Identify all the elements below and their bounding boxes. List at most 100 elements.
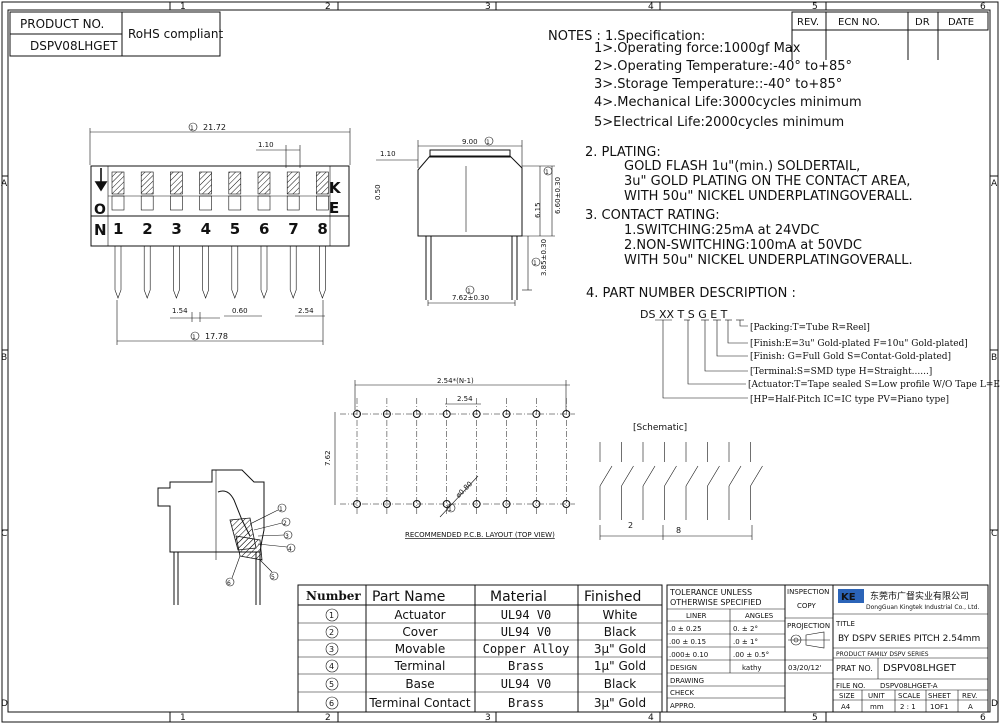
inspection-block: INSPECTION COPY PROJECTION 03/20/12'	[784, 584, 834, 713]
actuator-1	[111, 171, 125, 195]
contact-3: WITH 50u" NICKEL UNDERPLATINGOVERALL.	[624, 253, 913, 268]
col-bottom-6: 6	[980, 713, 986, 723]
bom-number-circle-3	[325, 642, 339, 656]
bom-part-6: Terminal Contact	[368, 696, 471, 710]
side-view: 9.00 1 1.10 0.50 6.15 6.60±0.30 1 3.85±0…	[374, 136, 562, 306]
dim-110-top: 1.10	[258, 141, 274, 149]
schematic-label: [Schematic]	[633, 423, 687, 433]
actuator-slot-4	[199, 195, 212, 211]
schematic-dim-2: 2	[628, 521, 633, 530]
notes-heading: NOTES : 1.Specification:	[548, 29, 705, 44]
row-right-d: D	[991, 699, 998, 709]
svg-text:1: 1	[533, 260, 537, 267]
spec-1: 1>.Operating force:1000gf Max	[594, 41, 801, 56]
pcb-dim-762: 7.62	[324, 450, 332, 466]
position-number-4: 4	[201, 220, 211, 238]
sheet-value: 1OF1	[930, 703, 948, 711]
size-value: A4	[841, 703, 851, 711]
pin-5	[231, 246, 239, 299]
contact-heading: 3. CONTACT RATING:	[585, 208, 720, 223]
position-number-7: 7	[288, 220, 298, 238]
switch-blade-8	[750, 465, 763, 487]
scale-value: 2 : 1	[900, 703, 916, 711]
company-name-en: DongGuan Kingtek Industrial Co., Ltd.	[866, 604, 979, 611]
tol-liner-1: .0 ± 0.25	[669, 625, 702, 633]
contact-1: 1.SWITCHING:25mA at 24VDC	[624, 223, 819, 238]
svg-text:KE: KE	[841, 592, 856, 603]
dim-total: 21.72	[203, 123, 226, 132]
revision-block: REV. ECN NO. DR DATE	[791, 11, 989, 60]
design-label: DESIGN	[670, 664, 697, 672]
actuator-slot-6	[257, 195, 271, 211]
bom-header-finished: Finished	[584, 589, 641, 605]
pcb-hole-bottom-2	[382, 500, 391, 508]
row-left-a: A	[1, 179, 8, 189]
tolerance-heading-2: OTHERWISE SPECIFIED	[670, 598, 762, 607]
actuator-5	[228, 171, 242, 195]
pn-desc-1: [Packing:T=Tube R=Reel]	[750, 323, 870, 333]
svg-text:1: 1	[545, 169, 549, 176]
designer-name: kathy	[742, 664, 762, 672]
col-top-2: 2	[325, 2, 331, 12]
actuator-2	[140, 171, 154, 195]
plating-1: GOLD FLASH 1u"(min.) SOLDERTAIL,	[624, 159, 860, 174]
pn-desc-4: [Terminal:S=SMD type H=Straight......]	[750, 367, 932, 377]
inspection-label: INSPECTION	[787, 588, 829, 596]
pn-leaders: [Packing:T=Tube R=Reel] [Finish:E=3u" Go…	[655, 319, 1000, 405]
sheet-header: SHEET	[928, 692, 952, 700]
pn-code: DS XX T S G E T	[640, 308, 728, 321]
col-bottom-5: 5	[812, 713, 818, 723]
bom-part-1: Actuator	[394, 608, 445, 622]
col-bottom-3: 3	[485, 713, 491, 723]
drawing-title: BY DSPV SERIES PITCH 2.54mm	[838, 634, 980, 644]
tolerance-block: TOLERANCE UNLESS OTHERWISE SPECIFIED LIN…	[666, 584, 786, 713]
bom-number-circle-4	[325, 659, 339, 673]
pin-4	[202, 246, 209, 299]
tolerance-heading-1: TOLERANCE UNLESS	[669, 588, 752, 597]
pcb-hole-top-2	[382, 410, 391, 418]
col-top-4: 4	[648, 2, 654, 12]
row-right-a: A	[991, 179, 998, 189]
schematic: [Schematic] 2 8	[599, 423, 763, 540]
contact-2: 2.NON-SWITCHING:100mA at 50VDC	[624, 238, 862, 253]
company-name-cn: 东莞市广督实业有限公司	[870, 590, 969, 602]
title-label: TITLE	[835, 620, 855, 628]
actuator-6	[257, 171, 271, 195]
dim-762: 7.62±0.30	[452, 294, 489, 302]
pin-7	[289, 246, 297, 299]
pcb-hole-dim: ø0.80	[454, 480, 474, 500]
switch-blade-2	[621, 465, 634, 487]
switch-blade-1	[599, 465, 613, 487]
bom-part-5: Base	[405, 677, 434, 691]
bom-finish-3: 3μ" Gold	[594, 642, 646, 656]
rev-header-rev: REV.	[797, 17, 819, 28]
pn-desc-6: [HP=Half-Pitch IC=IC type PV=Piano type]	[750, 395, 949, 405]
position-number-3: 3	[171, 220, 181, 238]
row-right-c: C	[991, 529, 997, 539]
dim-385: 3.85±0.30	[540, 239, 548, 276]
tolerance-liner: LINER	[686, 612, 707, 620]
callout-5: 5	[271, 574, 275, 581]
svg-text:1: 1	[486, 139, 490, 146]
callout-2: 2	[283, 520, 287, 527]
pcb-layout: 2.54*(N-1) 2.54 7.62 ø0.80 1 RECOMMENDED…	[324, 377, 575, 539]
letter-e: E	[329, 199, 339, 217]
pcb-caption: RECOMMENDED P.C.B. LAYOUT (TOP VIEW)	[405, 531, 555, 539]
position-number-2: 2	[142, 220, 152, 238]
dim-254: 2.54	[298, 307, 314, 315]
column-marks: 1 2 3 4 5 6 1 2 3 4 5 6	[169, 2, 986, 723]
row-left-c: C	[1, 529, 7, 539]
rev-value: A	[968, 703, 973, 711]
switch-blade-4	[664, 465, 677, 487]
row-marks: A B C D A B C D	[1, 175, 998, 709]
col-bottom-2: 2	[325, 713, 331, 723]
check-label: CHECK	[670, 689, 694, 697]
col-top-1: 1	[180, 2, 186, 12]
row-left-b: B	[1, 353, 7, 363]
dim-660: 6.60±0.30	[554, 177, 562, 214]
bom-number-1: 1	[329, 611, 334, 620]
actuator-3	[170, 171, 183, 195]
